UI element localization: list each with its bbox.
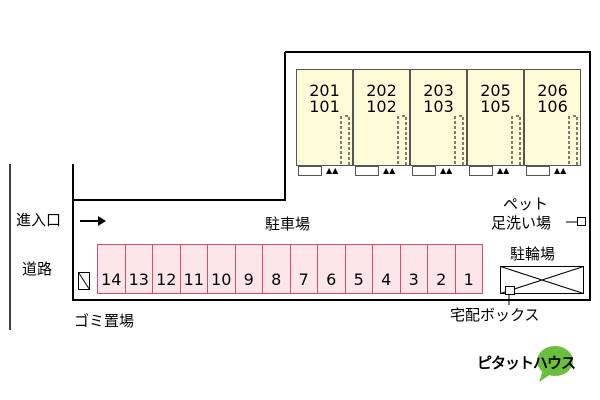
unit-lower-number: 102 xyxy=(366,97,397,116)
parking-space-10: 10 xyxy=(207,244,236,294)
parking-space-12: 12 xyxy=(152,244,181,294)
parking-space-5: 5 xyxy=(344,244,373,294)
garbage-icon xyxy=(78,272,90,290)
meter-box xyxy=(355,166,379,176)
parking-space-8: 8 xyxy=(262,244,291,294)
meter-box xyxy=(412,166,436,176)
right-arrow-icon xyxy=(80,216,106,226)
parking-space-13: 13 xyxy=(124,244,153,294)
parking-space-3: 3 xyxy=(399,244,428,294)
parking-space-9: 9 xyxy=(234,244,263,294)
parking-space-number: 14 xyxy=(101,270,122,289)
unit-lower-number: 105 xyxy=(480,97,511,116)
triangle-meter-icon: ▲▲ xyxy=(554,166,567,175)
pet-wash-marker xyxy=(577,217,586,226)
parking-space-2: 2 xyxy=(427,244,456,294)
unit-upper-number: 205 xyxy=(480,81,511,100)
triangle-meter-icon: ▲▲ xyxy=(383,166,396,175)
triangle-meter-icon: ▲▲ xyxy=(326,166,339,175)
parking-space-number: 1 xyxy=(463,270,474,289)
parking-space-number: 8 xyxy=(271,270,282,289)
parking-space-14: 14 xyxy=(97,244,126,294)
logo-text: ピタットハウス xyxy=(477,354,576,372)
lot-boundary xyxy=(72,51,591,301)
pet-wash-label-1: ペット xyxy=(503,195,549,213)
parking-space-6: 6 xyxy=(317,244,346,294)
unit-lower-number: 106 xyxy=(537,97,568,116)
road-label: 道路 xyxy=(22,260,53,278)
stair-lines xyxy=(397,115,407,166)
parking-space-number: 5 xyxy=(353,270,364,289)
parking-space-number: 12 xyxy=(156,270,177,289)
unit-upper-number: 206 xyxy=(537,81,568,100)
parking-space-number: 4 xyxy=(381,270,392,289)
garbage-label: ゴミ置場 xyxy=(74,312,135,330)
stair-lines xyxy=(454,115,464,166)
stair-lines xyxy=(568,115,578,166)
triangle-meter-icon: ▲▲ xyxy=(497,166,510,175)
meter-box xyxy=(469,166,493,176)
unit-upper-number: 203 xyxy=(423,81,454,100)
speech-bubble-icon xyxy=(537,346,573,382)
triangle-meter-icon: ▲▲ xyxy=(440,166,453,175)
meter-box xyxy=(298,166,322,176)
bicycle-parking-label: 駐輪場 xyxy=(510,245,556,263)
parking-space-number: 9 xyxy=(243,270,254,289)
parking-space-1: 1 xyxy=(454,244,483,294)
parking-space-number: 6 xyxy=(326,270,337,289)
unit-lower-number: 101 xyxy=(309,97,340,116)
unit-lower-number: 103 xyxy=(423,97,454,116)
stair-lines xyxy=(340,115,350,166)
parking-space-11: 11 xyxy=(179,244,208,294)
parking-space-number: 13 xyxy=(128,270,149,289)
stair-lines xyxy=(511,115,521,166)
entrance-label: 進入口 xyxy=(16,211,62,229)
delivery-box-label: 宅配ボックス xyxy=(450,306,540,324)
parking-space-number: 10 xyxy=(211,270,232,289)
parking-label: 駐車場 xyxy=(265,215,311,233)
parking-space-number: 7 xyxy=(298,270,309,289)
parking-space-7: 7 xyxy=(289,244,318,294)
unit-upper-number: 201 xyxy=(309,81,340,100)
parking-space-4: 4 xyxy=(372,244,401,294)
parking-space-number: 3 xyxy=(408,270,419,289)
parking-space-number: 11 xyxy=(183,270,204,289)
pet-wash-label-2: 足洗い場 xyxy=(491,214,552,232)
meter-box xyxy=(526,166,550,176)
delivery-box-icon xyxy=(505,286,515,295)
unit-upper-number: 202 xyxy=(366,81,397,100)
parking-space-number: 2 xyxy=(436,270,447,289)
